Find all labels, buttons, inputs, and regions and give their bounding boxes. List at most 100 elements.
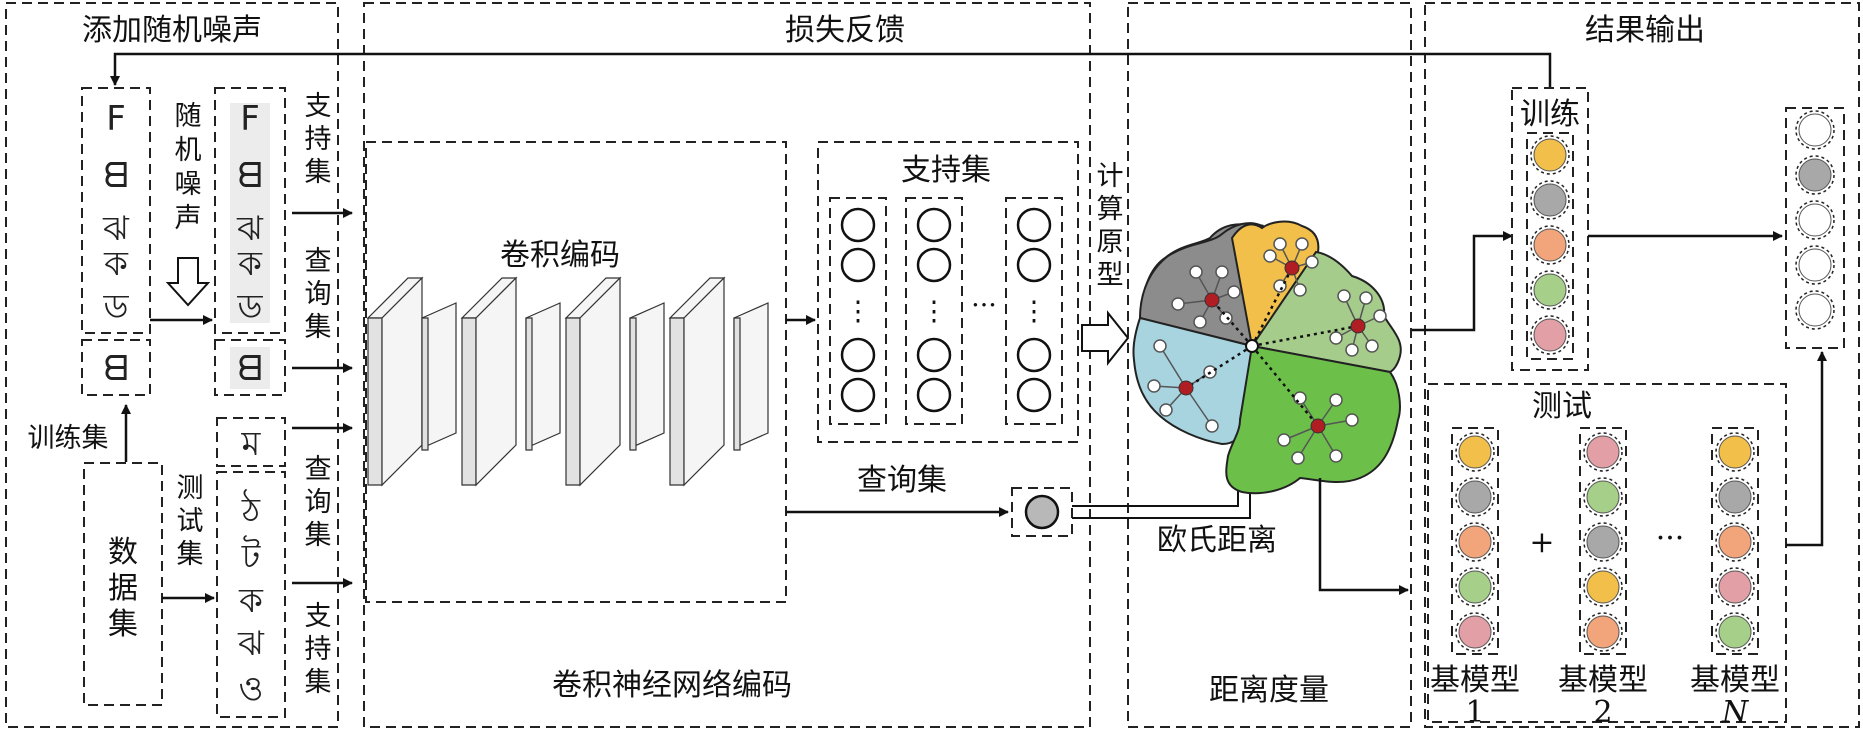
train-extra-sample-box [81,339,151,396]
support-circles [840,207,1052,413]
label-train: 训练 [1520,97,1580,132]
base_2-circle-ring-3 [1583,522,1623,562]
train-glyph-2: ᗺ [104,156,129,196]
base_1-circle-ring-1 [1455,432,1495,472]
vdots-1: ⋮ [845,296,872,327]
output-circle-ring-1 [1795,110,1835,150]
output-circle-ring-4 [1795,245,1835,285]
base_n-circle-ring-5 [1715,612,1755,652]
label-test: 测试 [1532,389,1592,424]
label-test-set-3: 集 [177,539,204,570]
section-add-noise [5,2,339,728]
train-circle-ring-4 [1530,270,1570,310]
base_n-circle-ring-2 [1715,477,1755,517]
support-col-2 [905,197,963,425]
label-base-model-1-idx: 1 [1465,695,1484,730]
label-support-set-box: 支持集 [901,153,991,188]
label-support-lower-3: 集 [305,667,332,698]
output-circle-3 [1798,203,1832,237]
label-euclidean-distance: 欧氏距离 [1157,523,1277,558]
base1-column-circles [1455,432,1495,652]
label-test-set-1: 测 [177,473,204,504]
label-support-lower-2: 持 [305,634,332,665]
label-support-upper-3: 集 [305,157,332,188]
label-query-upper-3: 集 [305,312,332,343]
label-base-model-1: 基模型 [1430,663,1520,698]
label-test-set-2: 试 [177,506,204,537]
arrow-test-to-output [1786,351,1827,547]
noisy-glyph-1: F [240,99,260,139]
output-column-circles [1795,110,1835,330]
train-model-box [1511,87,1589,371]
base_n-circle-4 [1718,570,1752,604]
train-column-circles [1530,135,1570,355]
label-random-noise-1: 随 [175,101,202,132]
base_1-circle-4 [1458,570,1492,604]
test-glyph-5: ঝ [237,624,265,664]
label-base-model-n-idx: N [1721,695,1750,730]
support-col-3 [1005,197,1063,425]
arrow-cluster-to-test [1318,478,1409,595]
query-point [1245,339,1259,353]
output-circle-4 [1798,248,1832,282]
noise-hollow-arrow [165,257,211,307]
train-circle-5 [1533,318,1567,352]
title-distance-metric: 距离度量 [1209,673,1329,708]
dataset-box [83,462,163,706]
noisy-glyph-4: ক [237,244,263,284]
base_2-circle-1 [1586,435,1620,469]
label-compute-prototype-3: 原 [1097,227,1124,258]
base_n-circle-2 [1718,480,1752,514]
test-glyph-2: ঠ [241,489,261,531]
test-glyph-1: ম [241,424,262,464]
base_1-circle-2 [1458,480,1492,514]
label-compute-prototype-2: 算 [1097,194,1124,225]
noisy-glyph-3: ঝ [236,209,264,249]
cluster-points [1147,237,1387,465]
base2-column-circles [1583,432,1623,652]
label-base-model-2: 基模型 [1558,663,1648,698]
noisy-glyph-5: ড [236,287,263,327]
train-glyph-3: ঝ [102,209,130,249]
query-node [1024,494,1060,530]
base_n-circle-ring-4 [1715,567,1755,607]
label-training-set: 训练集 [28,423,109,454]
label-query-lower-3: 集 [305,520,332,551]
label-compute-prototype-1: 计 [1097,161,1124,192]
output-circle-ring-3 [1795,200,1835,240]
conv-layers [366,276,769,487]
base_2-circle-4 [1586,570,1620,604]
output-circle-ring-2 [1795,155,1835,195]
base_1-circle-1 [1458,435,1492,469]
label-random-noise-3: 噪 [175,169,202,200]
train-glyph-4: ক [103,244,129,284]
output-model-box [1785,107,1845,349]
test-samples-top-box [216,417,286,467]
train-circle-3 [1533,228,1567,262]
label-base-model-n: 基模型 [1690,663,1780,698]
base_2-circle-2 [1586,480,1620,514]
noisy-train-extra-box [214,339,286,396]
base_n-circle-1 [1718,435,1752,469]
test-glyph-3: ট [241,535,261,577]
train-circle-ring-1 [1530,135,1570,175]
ellipsis-models: ··· [1656,521,1685,556]
conv-encoder-box [365,141,787,603]
label-support-upper-1: 支 [305,91,332,122]
train-circle-ring-3 [1530,225,1570,265]
label-compute-prototype-4: 型 [1097,260,1124,291]
train-circle-2 [1533,183,1567,217]
label-query-lower-2: 询 [305,487,332,518]
train-col-box [1526,132,1574,360]
label-base-model-2-idx: 2 [1593,695,1612,730]
test-glyph-6: ও [238,669,263,709]
base_n-circle-ring-3 [1715,522,1755,562]
label-query-lower-1: 查 [305,454,332,485]
label-dataset-3: 集 [108,607,138,642]
noisy-glyph-6: ᗺ [238,349,263,389]
test-glyph-4: ক [238,581,264,621]
base_2-circle-ring-4 [1583,567,1623,607]
base_1-circle-ring-4 [1455,567,1495,607]
label-dataset-1: 数 [108,535,138,570]
train-glyph-5: ড [102,287,129,327]
